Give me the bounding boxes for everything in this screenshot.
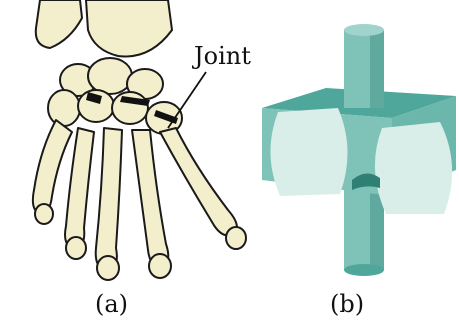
carpal-bone	[48, 90, 80, 126]
joint-label: Joint	[194, 42, 251, 70]
ulna-bone	[86, 0, 172, 56]
knuckle	[66, 237, 86, 259]
knuckle	[97, 256, 119, 280]
knuckle	[149, 254, 171, 278]
panel-b-caption: (b)	[330, 290, 364, 318]
panel-a-caption: (a)	[95, 290, 128, 318]
thumb-bone	[33, 120, 72, 214]
right-lobe	[375, 122, 452, 214]
joint-pointer-line	[168, 72, 206, 128]
carpal-bone	[112, 92, 148, 124]
joint-model-illustration	[262, 24, 456, 276]
knuckle	[226, 227, 246, 249]
radius-bone	[36, 0, 82, 48]
left-lobe	[270, 108, 347, 196]
rod-bottom-end	[344, 264, 384, 276]
finger-bone	[160, 128, 237, 236]
knuckle	[35, 204, 53, 224]
finger-bone	[96, 128, 122, 270]
rod-top-cap	[344, 24, 384, 36]
finger-bone	[132, 130, 168, 266]
carpal-bone	[88, 58, 132, 94]
rod-top-shade	[370, 30, 384, 108]
finger-bone	[65, 128, 94, 248]
